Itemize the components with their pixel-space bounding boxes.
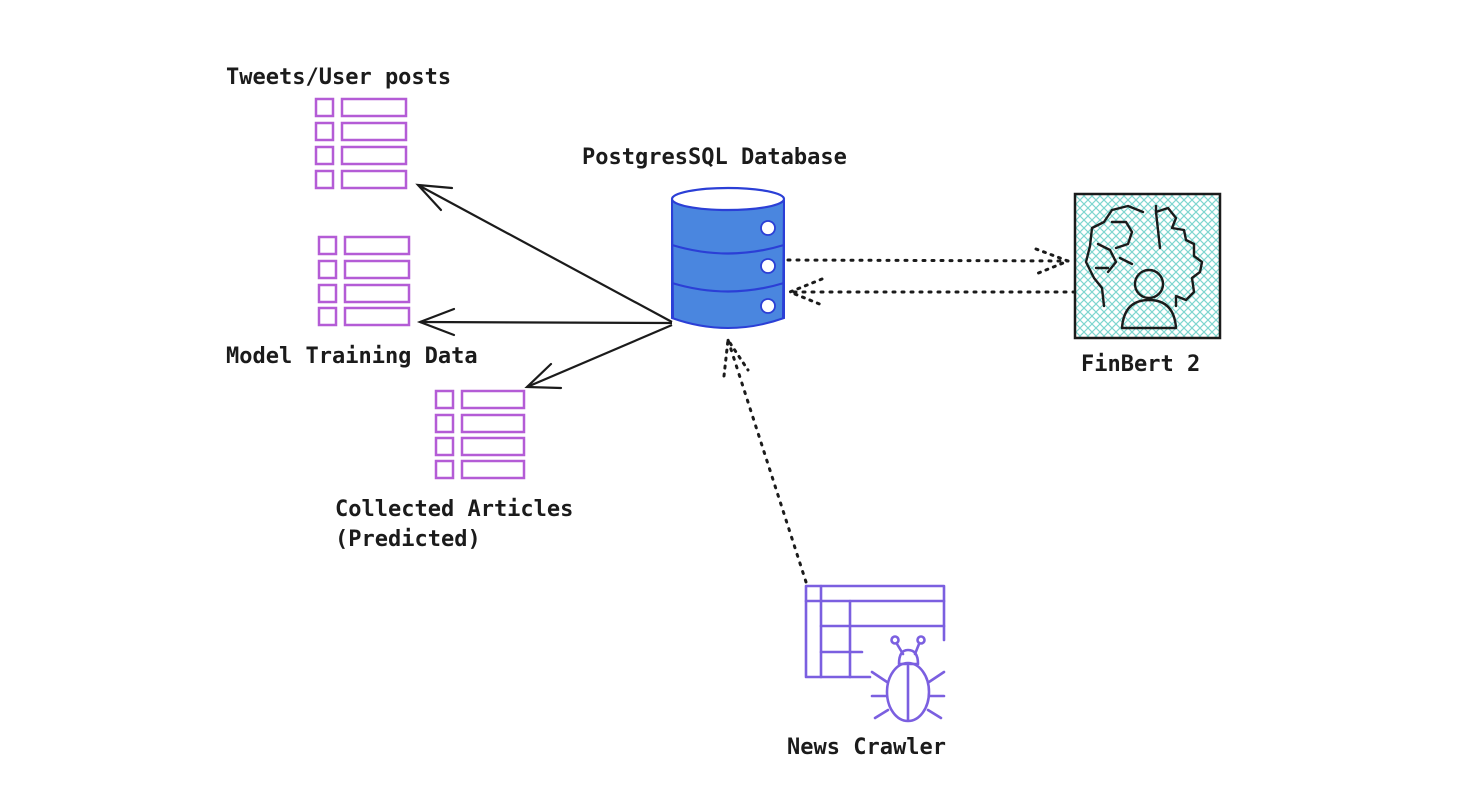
training-node: Model Training Data xyxy=(226,235,478,369)
web-crawler-bug-icon xyxy=(804,584,946,723)
table-icon xyxy=(434,389,526,480)
edge-crawler-to-db xyxy=(722,335,808,584)
articles-label-line2: (Predicted) xyxy=(335,527,481,552)
edge-db-to-tweets xyxy=(415,183,673,323)
arrowhead-icon xyxy=(786,277,824,307)
articles-label-line1: Collected Articles xyxy=(335,497,573,522)
arrowhead-icon xyxy=(416,307,456,337)
table-icon xyxy=(314,97,408,190)
finbert-node: FinBert 2 xyxy=(1073,192,1222,377)
finbert-label: FinBert 2 xyxy=(1081,352,1200,377)
arrowhead-icon xyxy=(722,335,750,378)
arrowhead-icon xyxy=(524,362,563,390)
database-label: PostgresSQL Database xyxy=(582,145,847,170)
tweets-label: Tweets/User posts xyxy=(226,65,451,90)
training-label: Model Training Data xyxy=(226,344,478,369)
edge-db-to-finbert xyxy=(786,247,1073,276)
articles-node: Collected Articles (Predicted) xyxy=(335,389,573,552)
edge-db-to-training xyxy=(416,307,673,337)
edge-db-to-articles xyxy=(524,323,673,390)
edge-finbert-to-db xyxy=(786,277,1077,307)
table-icon xyxy=(317,235,411,327)
arrowhead-icon xyxy=(415,183,454,212)
ai-brain-gear-icon xyxy=(1073,192,1222,340)
crawler-node: News Crawler xyxy=(787,584,946,760)
arrowhead-icon xyxy=(1034,247,1073,276)
tweets-node: Tweets/User posts xyxy=(226,65,451,190)
database-node: PostgresSQL Database xyxy=(582,145,847,329)
database-icon xyxy=(670,186,786,329)
crawler-label: News Crawler xyxy=(787,735,946,760)
